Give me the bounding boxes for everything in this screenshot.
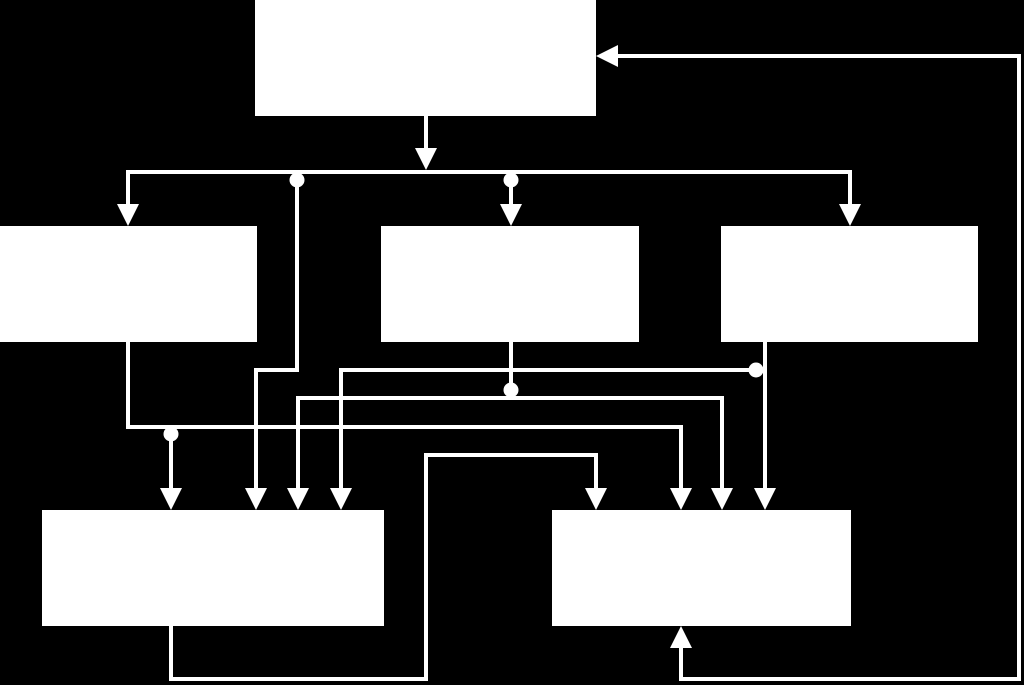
wire-middle-center-to-bottom — [296, 342, 724, 490]
wire-bus-to-bottom-left — [254, 180, 299, 490]
box-middle-left — [0, 226, 257, 342]
junction-dot-2 — [503, 172, 519, 188]
box-middle-right — [721, 226, 978, 342]
box-bottom-right — [552, 510, 851, 626]
arrowhead-bottom-left-4 — [330, 488, 352, 510]
arrowhead-middle-right — [839, 204, 861, 226]
box-middle-center — [381, 226, 639, 342]
wire-top-bus — [126, 170, 852, 204]
arrowhead-bottom-left-3 — [287, 488, 309, 510]
arrowhead-bottom-right-4 — [754, 488, 776, 510]
arrowhead-bottom-right-1 — [585, 488, 607, 510]
arrowhead-bottom-right-3 — [711, 488, 733, 510]
connector-lines — [126, 54, 1021, 681]
arrowhead-bottom-left-2 — [245, 488, 267, 510]
wire-middle-right-to-bottom — [339, 342, 767, 490]
junction-dots — [163, 172, 764, 442]
diagram-boxes — [0, 0, 978, 626]
arrowhead-bottom-right-2 — [670, 488, 692, 510]
wire-middle-left-to-bottom-right — [126, 342, 683, 490]
box-bottom-left — [42, 510, 384, 626]
arrowhead-bottom-left-1 — [160, 488, 182, 510]
arrowheads — [117, 45, 861, 648]
arrowhead-middle-center — [500, 204, 522, 226]
box-top — [255, 0, 596, 116]
junction-dot-4 — [748, 362, 764, 378]
arrowhead-middle-left — [117, 204, 139, 226]
arrowhead-top-feedback — [596, 45, 618, 67]
wire-bottom-left-to-bottom-right — [169, 453, 598, 681]
junction-dot-5 — [163, 426, 179, 442]
junction-dot-3 — [503, 382, 519, 398]
arrowhead-top-output — [415, 148, 437, 170]
junction-dot-1 — [289, 172, 305, 188]
arrowhead-bottom-right-feedback — [670, 626, 692, 648]
wire-feedback-to-top — [618, 54, 1021, 681]
